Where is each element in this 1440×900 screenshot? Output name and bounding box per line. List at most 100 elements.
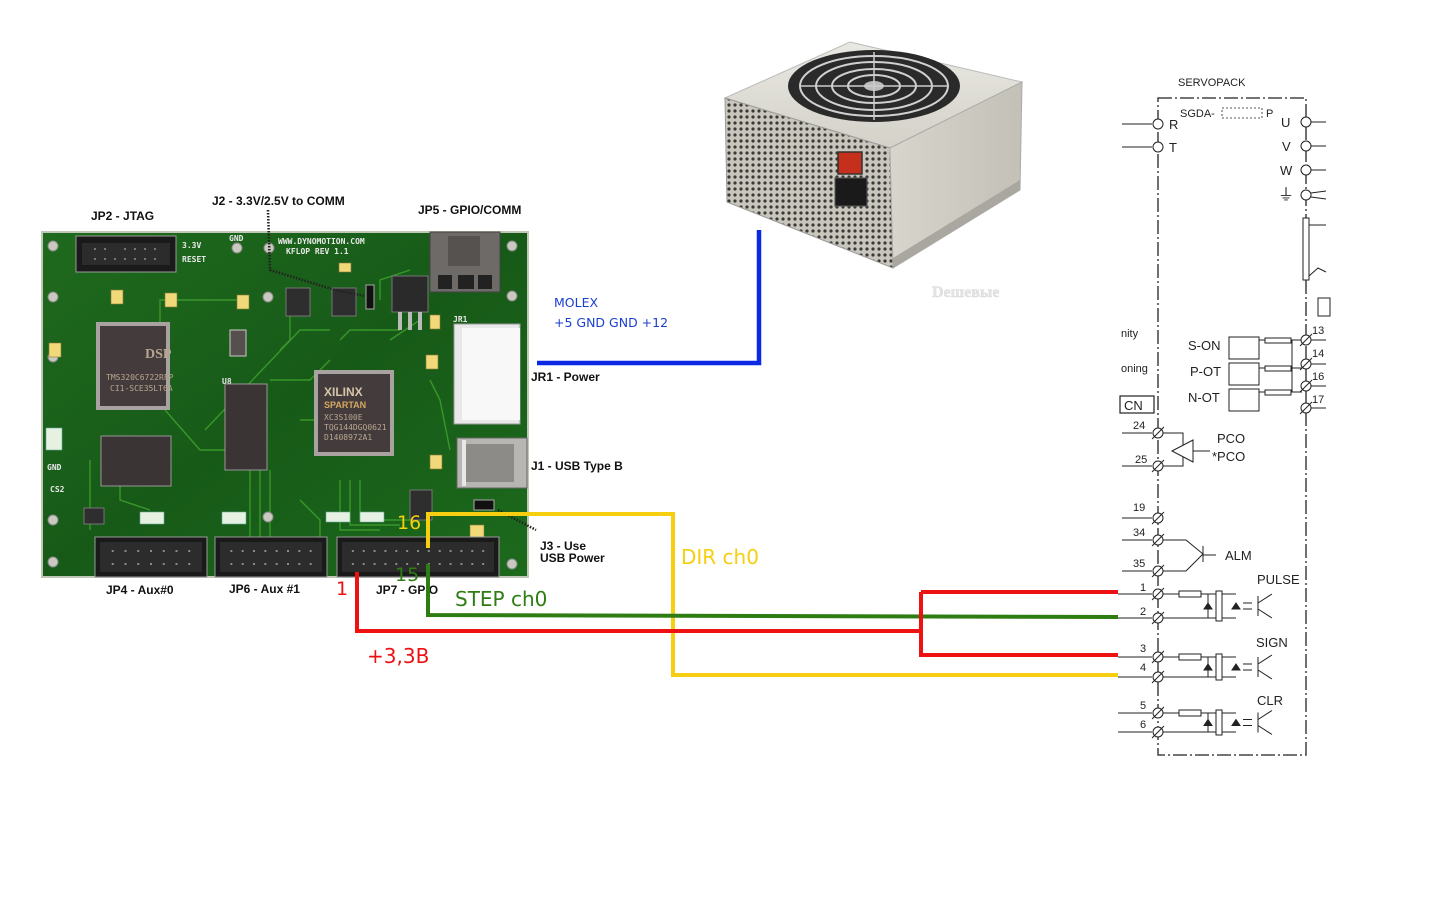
molex-power-wire xyxy=(537,230,762,366)
screw-terminals xyxy=(1118,333,1326,739)
jp4-aux0-header xyxy=(94,536,208,578)
header-pin xyxy=(264,563,267,565)
label-u: U xyxy=(1281,115,1290,130)
header-pin xyxy=(241,550,244,552)
cn-box xyxy=(1119,395,1155,414)
header-pin xyxy=(427,550,430,552)
header-pin xyxy=(137,550,140,552)
pulse-sign-clr-inputs xyxy=(1163,590,1273,736)
silk-rev: KFLOP REV 1.1 xyxy=(286,247,349,256)
header-pin xyxy=(124,563,127,565)
diode-icon xyxy=(1203,663,1213,671)
pin-1-label: 1 xyxy=(336,578,348,600)
pin-14: 14 xyxy=(1312,348,1324,360)
header-pin xyxy=(298,550,301,552)
header-pin xyxy=(309,563,312,565)
diode-icon xyxy=(1203,718,1213,726)
label-n-ot: N-OT xyxy=(1188,390,1220,405)
header-pin xyxy=(253,550,255,552)
header-pin xyxy=(188,550,191,552)
light-arrows-icon xyxy=(1243,719,1252,726)
silk-reset: RESET xyxy=(182,255,206,264)
resistor xyxy=(1178,653,1202,661)
crystal-y1 xyxy=(229,329,247,357)
step-wire-label: STEP ch0 xyxy=(455,587,547,611)
header-pin xyxy=(471,563,474,565)
led-icon xyxy=(1231,663,1241,671)
partial-text-nity: nity xyxy=(1121,328,1139,340)
header-pin xyxy=(373,550,376,552)
chip-u9 xyxy=(83,507,105,525)
phototransistor-icon xyxy=(1257,710,1273,735)
tantalum-capacitors xyxy=(48,262,485,538)
jumper-j2 xyxy=(365,284,375,310)
label-jp7: JP7 - GPIO xyxy=(376,583,438,597)
jp5-connector xyxy=(429,231,501,293)
regulator-u2 xyxy=(285,287,311,317)
label-jr1: JR1 - Power xyxy=(531,370,600,384)
power-3v3-wire xyxy=(355,572,1118,657)
header-pin xyxy=(438,563,441,565)
header-pin xyxy=(124,550,127,552)
header-pin xyxy=(287,550,289,552)
molex-label: MOLEX xyxy=(554,295,598,310)
terminal-t xyxy=(1152,141,1164,153)
label-j3-line2: USB Power xyxy=(540,551,605,565)
pin-35: 35 xyxy=(1133,558,1145,570)
servopack-schematic: SERVOPACK SGDA- P R T U V W ⏚ nity xyxy=(1118,77,1331,756)
terminal-ground xyxy=(1300,189,1312,201)
header-pin xyxy=(460,550,463,552)
fpga-pkg: TQG144DGQ0621 xyxy=(324,423,387,432)
regen-resistor xyxy=(1302,217,1310,281)
header-pin xyxy=(395,550,398,552)
header-pin xyxy=(137,563,140,565)
header-pin xyxy=(175,550,178,552)
pin-19: 19 xyxy=(1133,502,1145,514)
pin-13: 13 xyxy=(1312,325,1324,337)
label-p-ot: P-OT xyxy=(1190,364,1221,379)
silk-url: WWW.DYNOMOTION.COM xyxy=(278,237,365,246)
header-pin xyxy=(230,550,233,552)
header-pin xyxy=(438,550,441,552)
header-pin xyxy=(309,550,312,552)
fpga-chip: XILINX SPARTAN XC3S100E TQG144DGQ0621 D1… xyxy=(314,370,394,456)
servopack-title: SERVOPACK xyxy=(1178,77,1246,89)
header-pin xyxy=(162,550,165,552)
label-v: V xyxy=(1282,139,1291,154)
svg-text:JR1: JR1 xyxy=(453,315,468,324)
label-alm: ALM xyxy=(1225,548,1252,563)
resistor xyxy=(1178,590,1202,598)
led xyxy=(1215,653,1223,681)
silk-gnd-left: GND xyxy=(47,463,62,472)
header-pin xyxy=(395,563,398,565)
jp7-gpio-header xyxy=(336,536,500,578)
label-s-on: S-ON xyxy=(1188,338,1221,353)
silk-cs2: CS2 xyxy=(50,485,65,494)
header-pin xyxy=(384,563,387,565)
header-pin xyxy=(406,550,409,552)
model-placeholder xyxy=(1221,107,1263,119)
phototransistor-icon xyxy=(1257,654,1273,680)
regulator-u4 xyxy=(391,275,429,330)
label-t: T xyxy=(1169,140,1177,155)
connector-box-partial xyxy=(1317,297,1331,317)
j1-usb-connector xyxy=(456,437,528,489)
phototransistor-icon xyxy=(1257,593,1273,619)
label-clr: CLR xyxy=(1257,693,1283,708)
fan-grill xyxy=(788,50,960,122)
led-icon xyxy=(1231,718,1241,726)
jp6-aux1-header xyxy=(214,536,328,578)
header-pin xyxy=(373,563,376,565)
pin-3: 3 xyxy=(1140,643,1146,655)
header-pin xyxy=(384,550,387,552)
label-j1: J1 - USB Type B xyxy=(531,459,623,473)
header-pin xyxy=(111,550,114,552)
dsp-lot: CI1-SCE35LT6A xyxy=(110,384,173,393)
power-switch xyxy=(837,151,863,175)
led xyxy=(1215,590,1223,622)
iec-inlet xyxy=(834,177,868,207)
pin-24: 24 xyxy=(1133,420,1145,432)
fpga-brand: XILINX xyxy=(324,385,363,399)
dir-wire-label: DIR ch0 xyxy=(681,545,759,569)
header-pin xyxy=(351,550,354,552)
